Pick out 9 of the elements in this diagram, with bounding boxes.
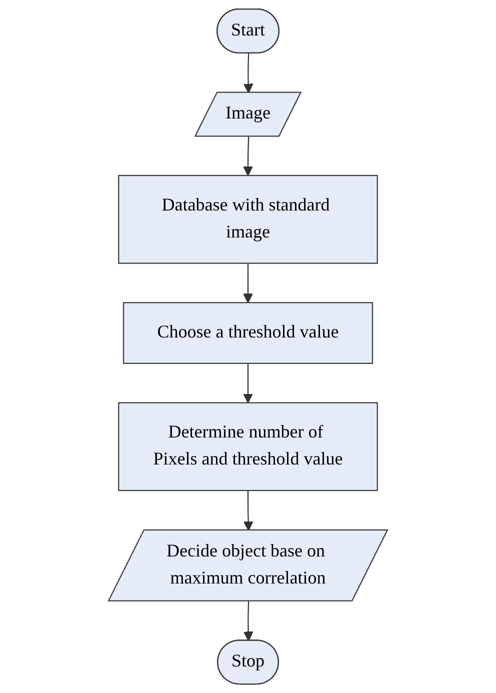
node-box: Database with standard image [118,174,378,264]
node-box: Determine number of Pixels and threshold value [118,402,378,492]
arrow [243,490,254,531]
arrow [243,363,253,404]
arrow [243,263,253,304]
arrow [243,53,254,94]
node-box: Choose a threshold value [122,302,374,364]
arrow [243,601,254,642]
arrow [243,136,253,176]
